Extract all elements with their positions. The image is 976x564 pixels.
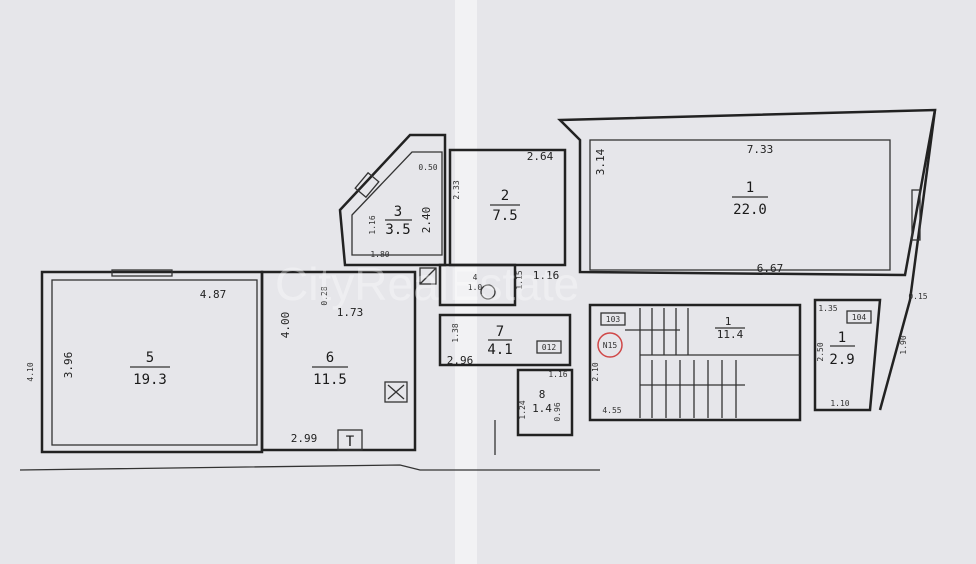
tag-box [536, 340, 562, 354]
svg-text:7.33: 7.33 [747, 143, 774, 156]
svg-text:103: 103 [606, 315, 621, 324]
room-5-label: 519.3 [130, 350, 170, 388]
window [911, 189, 921, 241]
stairs [625, 308, 800, 418]
svg-text:0.96: 0.96 [553, 402, 562, 421]
svg-text:3.14: 3.14 [594, 148, 607, 175]
room-4-outline [438, 263, 517, 307]
svg-text:1.90: 1.90 [899, 335, 908, 354]
svg-text:2.9: 2.9 [829, 352, 854, 368]
svg-text:1.4: 1.4 [532, 402, 552, 415]
svg-text:0.28: 0.28 [320, 286, 329, 305]
toilet-icon [480, 284, 496, 300]
svg-text:1.24: 1.24 [518, 400, 527, 419]
svg-text:4.1: 4.1 [487, 342, 512, 358]
svg-text:8: 8 [539, 388, 546, 401]
watermark: CityRealEstate [275, 258, 579, 310]
svg-text:0.15: 0.15 [908, 292, 927, 301]
stove-icon [384, 381, 408, 403]
stair-hall-outline [588, 303, 802, 422]
stair-hall-label: 111.4 [715, 315, 745, 341]
room-4-label: 41.0 [468, 273, 483, 292]
svg-text:N15: N15 [603, 341, 618, 350]
room-7-label: 74.1 [487, 324, 512, 358]
svg-text:7: 7 [496, 324, 504, 340]
heater-icon [337, 429, 363, 451]
svg-text:7.5: 7.5 [492, 208, 517, 224]
svg-text:2: 2 [501, 188, 509, 204]
svg-text:104: 104 [852, 313, 867, 322]
svg-text:4.00: 4.00 [279, 312, 292, 339]
svg-text:3: 3 [394, 204, 402, 220]
svg-text:3.96: 3.96 [62, 352, 75, 379]
tag-box [846, 310, 872, 324]
room-1-label: 122.0 [732, 180, 768, 218]
svg-text:1.80: 1.80 [370, 250, 389, 259]
room-8-label: 81.4 [532, 388, 552, 415]
svg-text:1: 1 [746, 180, 754, 196]
tag-box [600, 312, 626, 326]
svg-text:22.0: 22.0 [733, 202, 767, 218]
svg-text:4.55: 4.55 [602, 406, 621, 415]
svg-text:4: 4 [473, 273, 478, 282]
svg-text:1.16: 1.16 [368, 215, 377, 234]
svg-text:4.10: 4.10 [26, 362, 35, 381]
svg-text:11.5: 11.5 [313, 372, 347, 388]
dimension-labels: 4.87 3.96 4.10 4.00 2.99 1.73 0.28 0.50 … [26, 143, 928, 445]
svg-text:1.38: 1.38 [451, 323, 460, 342]
chimney-icon [419, 267, 437, 285]
room-7-outline [438, 313, 572, 367]
room-6-label: 611.5 [312, 350, 348, 388]
svg-text:6: 6 [326, 350, 334, 366]
window [111, 269, 173, 277]
svg-text:11.4: 11.4 [717, 328, 744, 341]
svg-text:2.99: 2.99 [291, 432, 318, 445]
svg-text:6.67: 6.67 [757, 262, 784, 275]
svg-text:2.40: 2.40 [420, 207, 433, 234]
svg-text:2.64: 2.64 [527, 150, 554, 163]
marker-circle [597, 332, 623, 358]
svg-text:19.3: 19.3 [133, 372, 167, 388]
svg-text:4.87: 4.87 [200, 288, 227, 301]
svg-text:1: 1 [725, 315, 732, 328]
svg-text:012: 012 [542, 343, 557, 352]
room-3-label: 33.5 [385, 204, 412, 238]
room-3-outline [338, 133, 447, 267]
svg-text:T: T [346, 434, 355, 450]
svg-text:1.15: 1.15 [515, 270, 524, 289]
svg-text:1.73: 1.73 [337, 306, 364, 319]
svg-text:1.0: 1.0 [468, 283, 483, 292]
room-small-label: 12.9 [829, 330, 855, 368]
svg-text:2.33: 2.33 [452, 180, 461, 199]
window [354, 171, 380, 199]
svg-text:0.50: 0.50 [418, 163, 437, 172]
room-2-label: 27.5 [490, 188, 520, 224]
svg-text:2.50: 2.50 [816, 342, 825, 361]
svg-text:1: 1 [838, 330, 846, 346]
tags: 012 103 104 N15 [536, 310, 872, 358]
svg-text:1.16: 1.16 [533, 269, 560, 282]
svg-text:5: 5 [146, 350, 154, 366]
svg-text:1.10: 1.10 [830, 399, 849, 408]
room-8-outline [516, 368, 574, 437]
room-1-outline [557, 108, 937, 277]
svg-text:2.96: 2.96 [447, 354, 474, 367]
room-small-outline [813, 298, 882, 412]
room-labels: 122.0 27.5 33.5 41.0 519.3 611.5 74.1 81… [130, 180, 855, 415]
svg-text:2.10: 2.10 [591, 362, 600, 381]
svg-text:1.35: 1.35 [818, 304, 837, 313]
paper-fold [455, 0, 477, 564]
svg-text:1.16: 1.16 [548, 370, 567, 379]
svg-text:3.5: 3.5 [385, 222, 410, 238]
